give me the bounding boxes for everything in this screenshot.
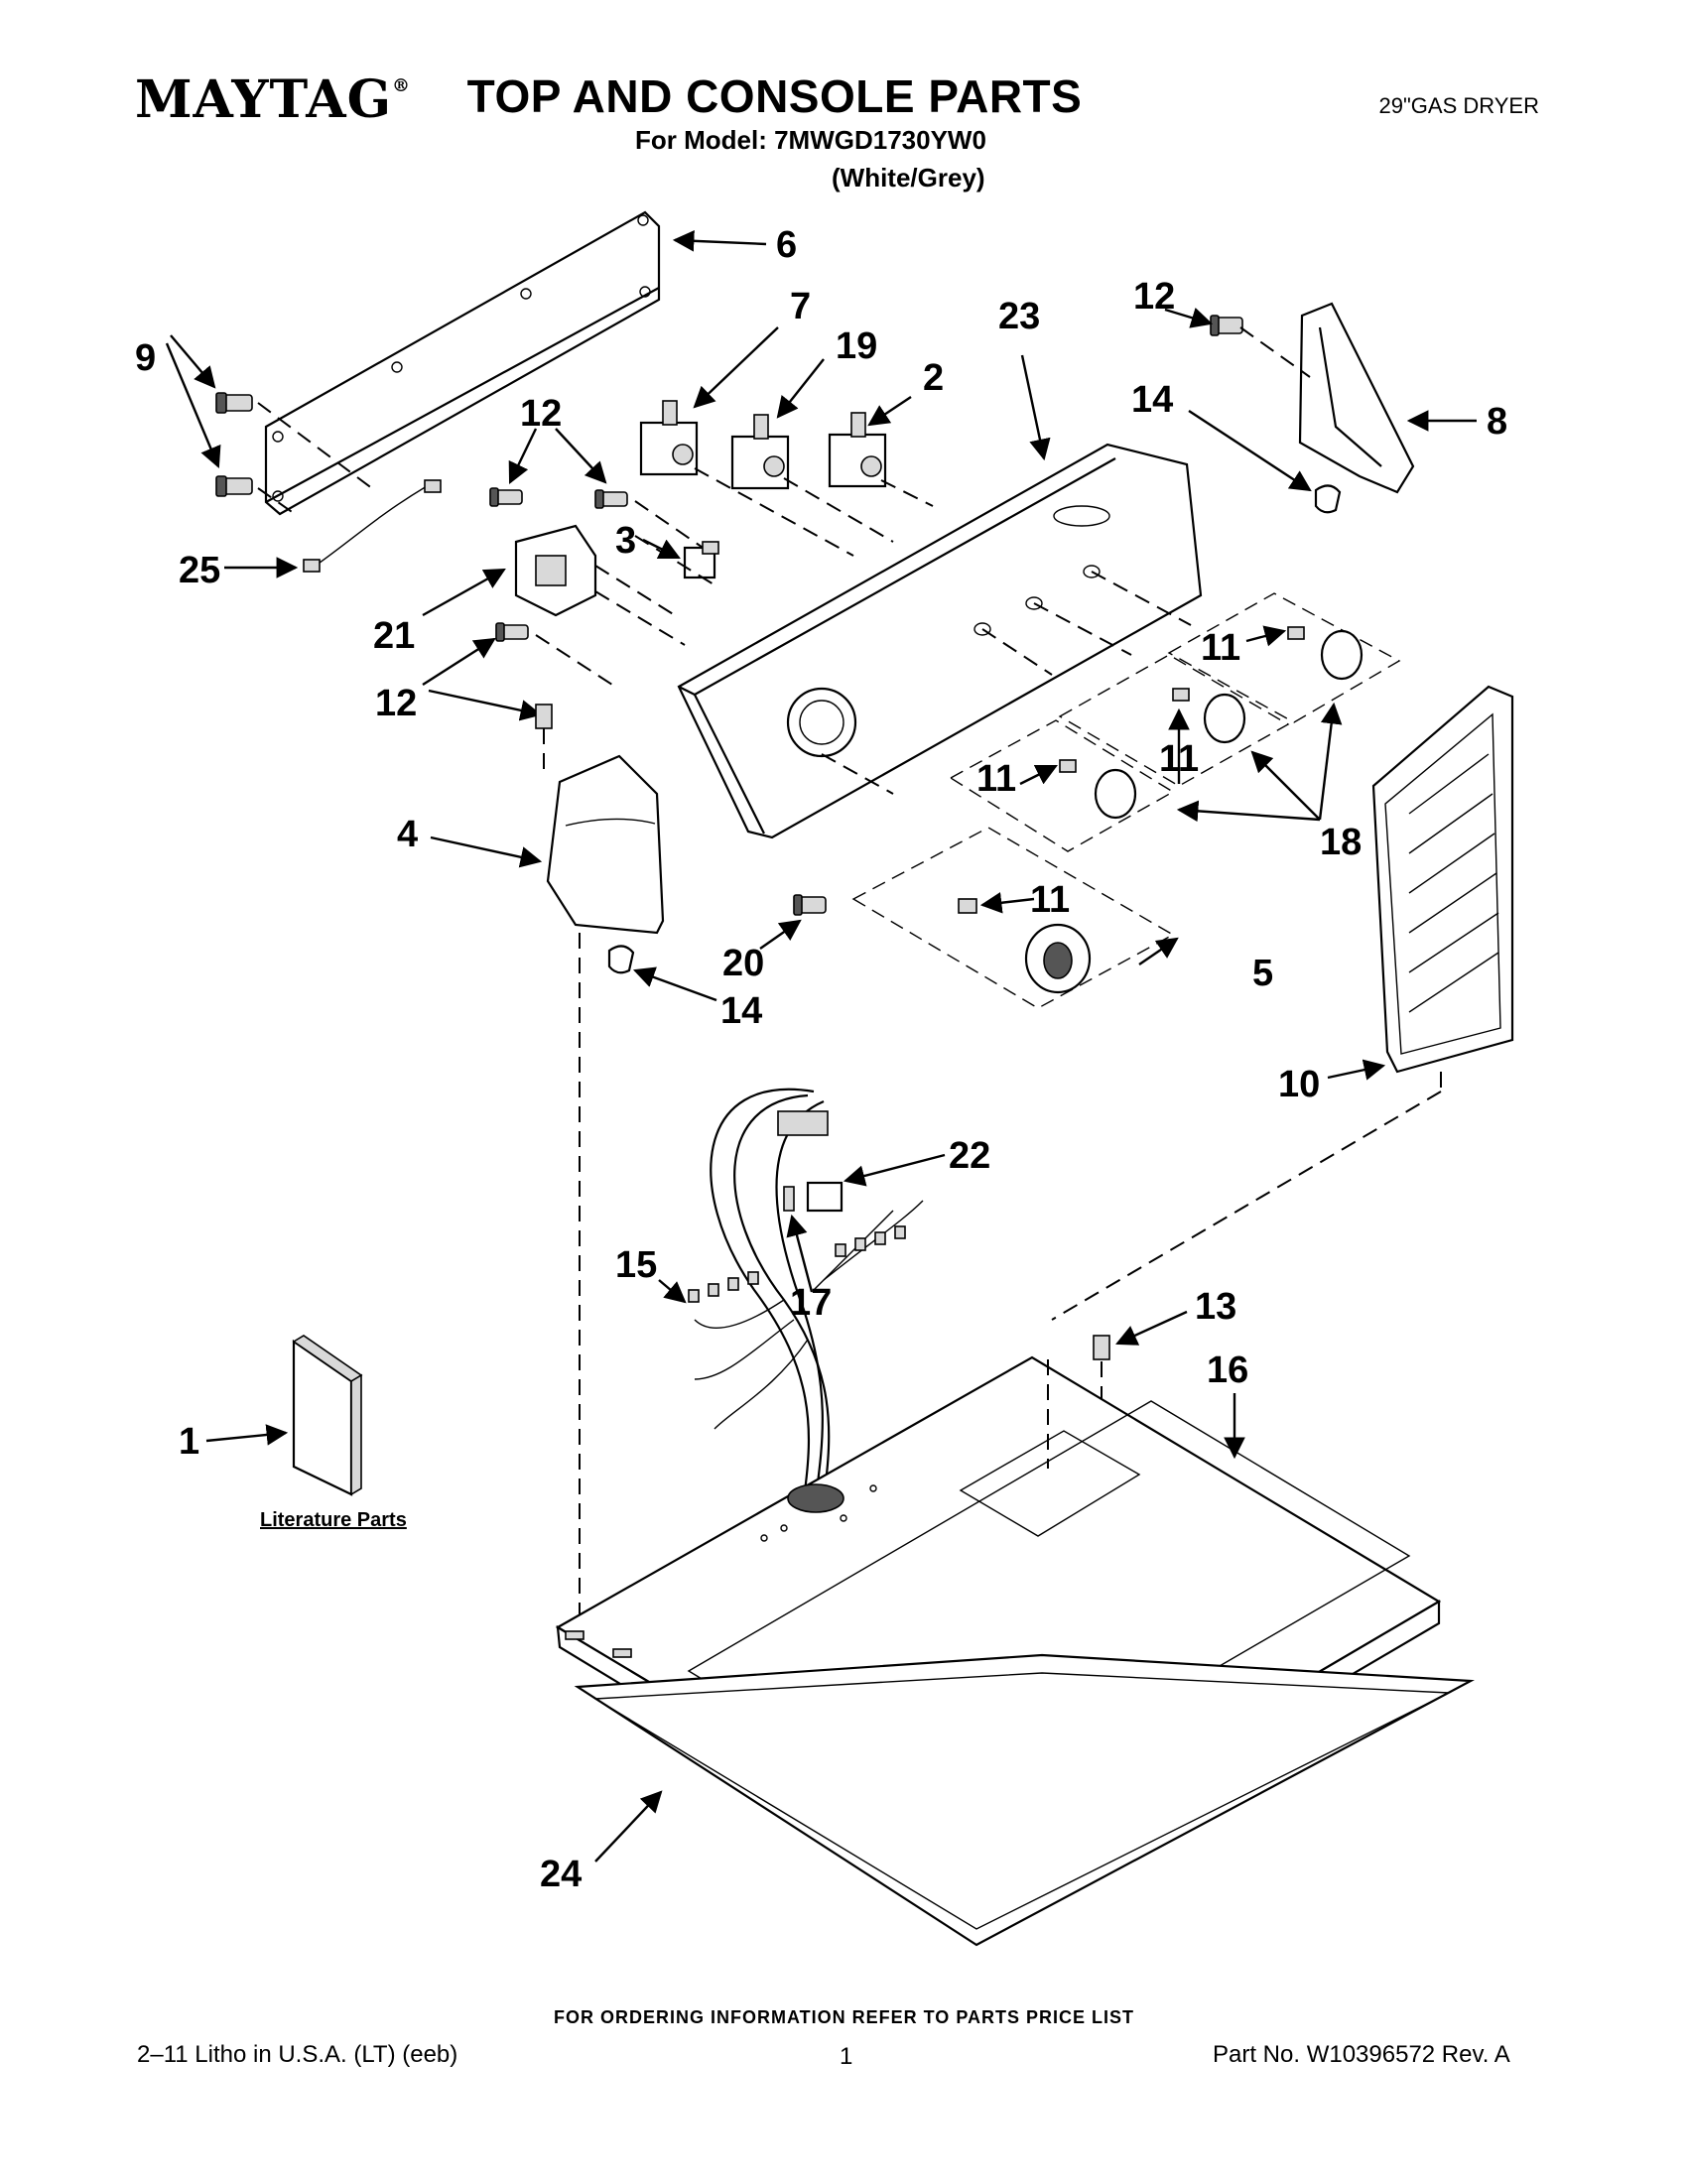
- callout-11-c: 11: [976, 758, 1017, 800]
- callout-11-a: 11: [1201, 627, 1241, 669]
- callout-14-low: 14: [720, 990, 763, 1032]
- part-22-harness: [658, 1088, 946, 1499]
- literature-parts-label: Literature Parts: [260, 1509, 407, 1531]
- callout-3: 3: [615, 520, 637, 562]
- callout-15: 15: [615, 1244, 658, 1286]
- part-4-endcap: [430, 704, 665, 1655]
- callout-20: 20: [722, 943, 765, 984]
- callout-17: 17: [790, 1282, 833, 1324]
- callout-14-top: 14: [1131, 379, 1174, 421]
- brand-logo: MAYTAG®: [135, 69, 411, 130]
- callout-25: 25: [179, 550, 221, 591]
- part-21-switch: [422, 524, 686, 646]
- color-line: (White/Grey): [832, 163, 985, 193]
- model-line: For Model: 7MWGD1730YW0: [635, 125, 986, 155]
- callout-12-top: 12: [1133, 276, 1176, 318]
- parts-7-19-2-switches: [639, 326, 934, 557]
- callout-12-mid: 12: [520, 393, 563, 435]
- callout-12-low: 12: [375, 683, 418, 724]
- litho-info: 2–11 Litho in U.S.A. (LT) (eeb): [137, 2041, 458, 2068]
- part-24-gasket: [574, 1653, 1475, 1947]
- callout-18: 18: [1320, 822, 1363, 863]
- part-14-clips: [607, 409, 1342, 1002]
- callout-8: 8: [1487, 401, 1508, 443]
- page-title-text: TOP AND CONSOLE PARTS: [466, 70, 1083, 122]
- callout-11-b: 11: [1159, 738, 1200, 780]
- part-1-literature: [205, 1335, 363, 1496]
- part-12-screws: [422, 428, 715, 721]
- callout-9: 9: [135, 337, 157, 379]
- part-25-wire: [224, 479, 442, 578]
- callout-10: 10: [1278, 1064, 1321, 1105]
- part-6-rear-panel: [264, 210, 767, 516]
- callout-5: 5: [1252, 953, 1274, 994]
- callout-19: 19: [836, 325, 878, 367]
- product-type: 29"GAS DRYER: [1378, 93, 1539, 118]
- callout-23: 23: [998, 296, 1041, 337]
- part-9-screws: [165, 334, 378, 517]
- ordering-notice: FOR ORDERING INFORMATION REFER TO PARTS …: [553, 2007, 1134, 2027]
- part-3-sensor: [634, 535, 719, 588]
- brand-name: MAYTAG: [135, 69, 393, 130]
- page-number: 1: [840, 2043, 853, 2070]
- callout-13: 13: [1195, 1286, 1237, 1328]
- parts-5-18-knob-groups: [851, 592, 1401, 1009]
- part-20-screw: [759, 894, 827, 950]
- callout-1: 1: [179, 1421, 200, 1463]
- callout-22: 22: [949, 1135, 991, 1177]
- callout-4: 4: [397, 814, 419, 855]
- callout-7: 7: [790, 286, 812, 327]
- callout-21: 21: [373, 615, 416, 657]
- callout-6: 6: [776, 224, 798, 266]
- callout-2: 2: [923, 357, 945, 399]
- part-number: Part No. W10396572 Rev. A: [1213, 2041, 1510, 2068]
- part-23-console: [677, 354, 1203, 839]
- callout-11-d: 11: [1030, 879, 1071, 921]
- callout-16: 16: [1207, 1349, 1249, 1391]
- part-8-bracket: [1164, 302, 1477, 494]
- page-title: TOP AND CONSOLE PARTS: [0, 69, 1688, 123]
- part-10-filter: [1051, 685, 1514, 1321]
- callout-24: 24: [540, 1854, 583, 1895]
- brand-trademark: ®: [392, 75, 412, 96]
